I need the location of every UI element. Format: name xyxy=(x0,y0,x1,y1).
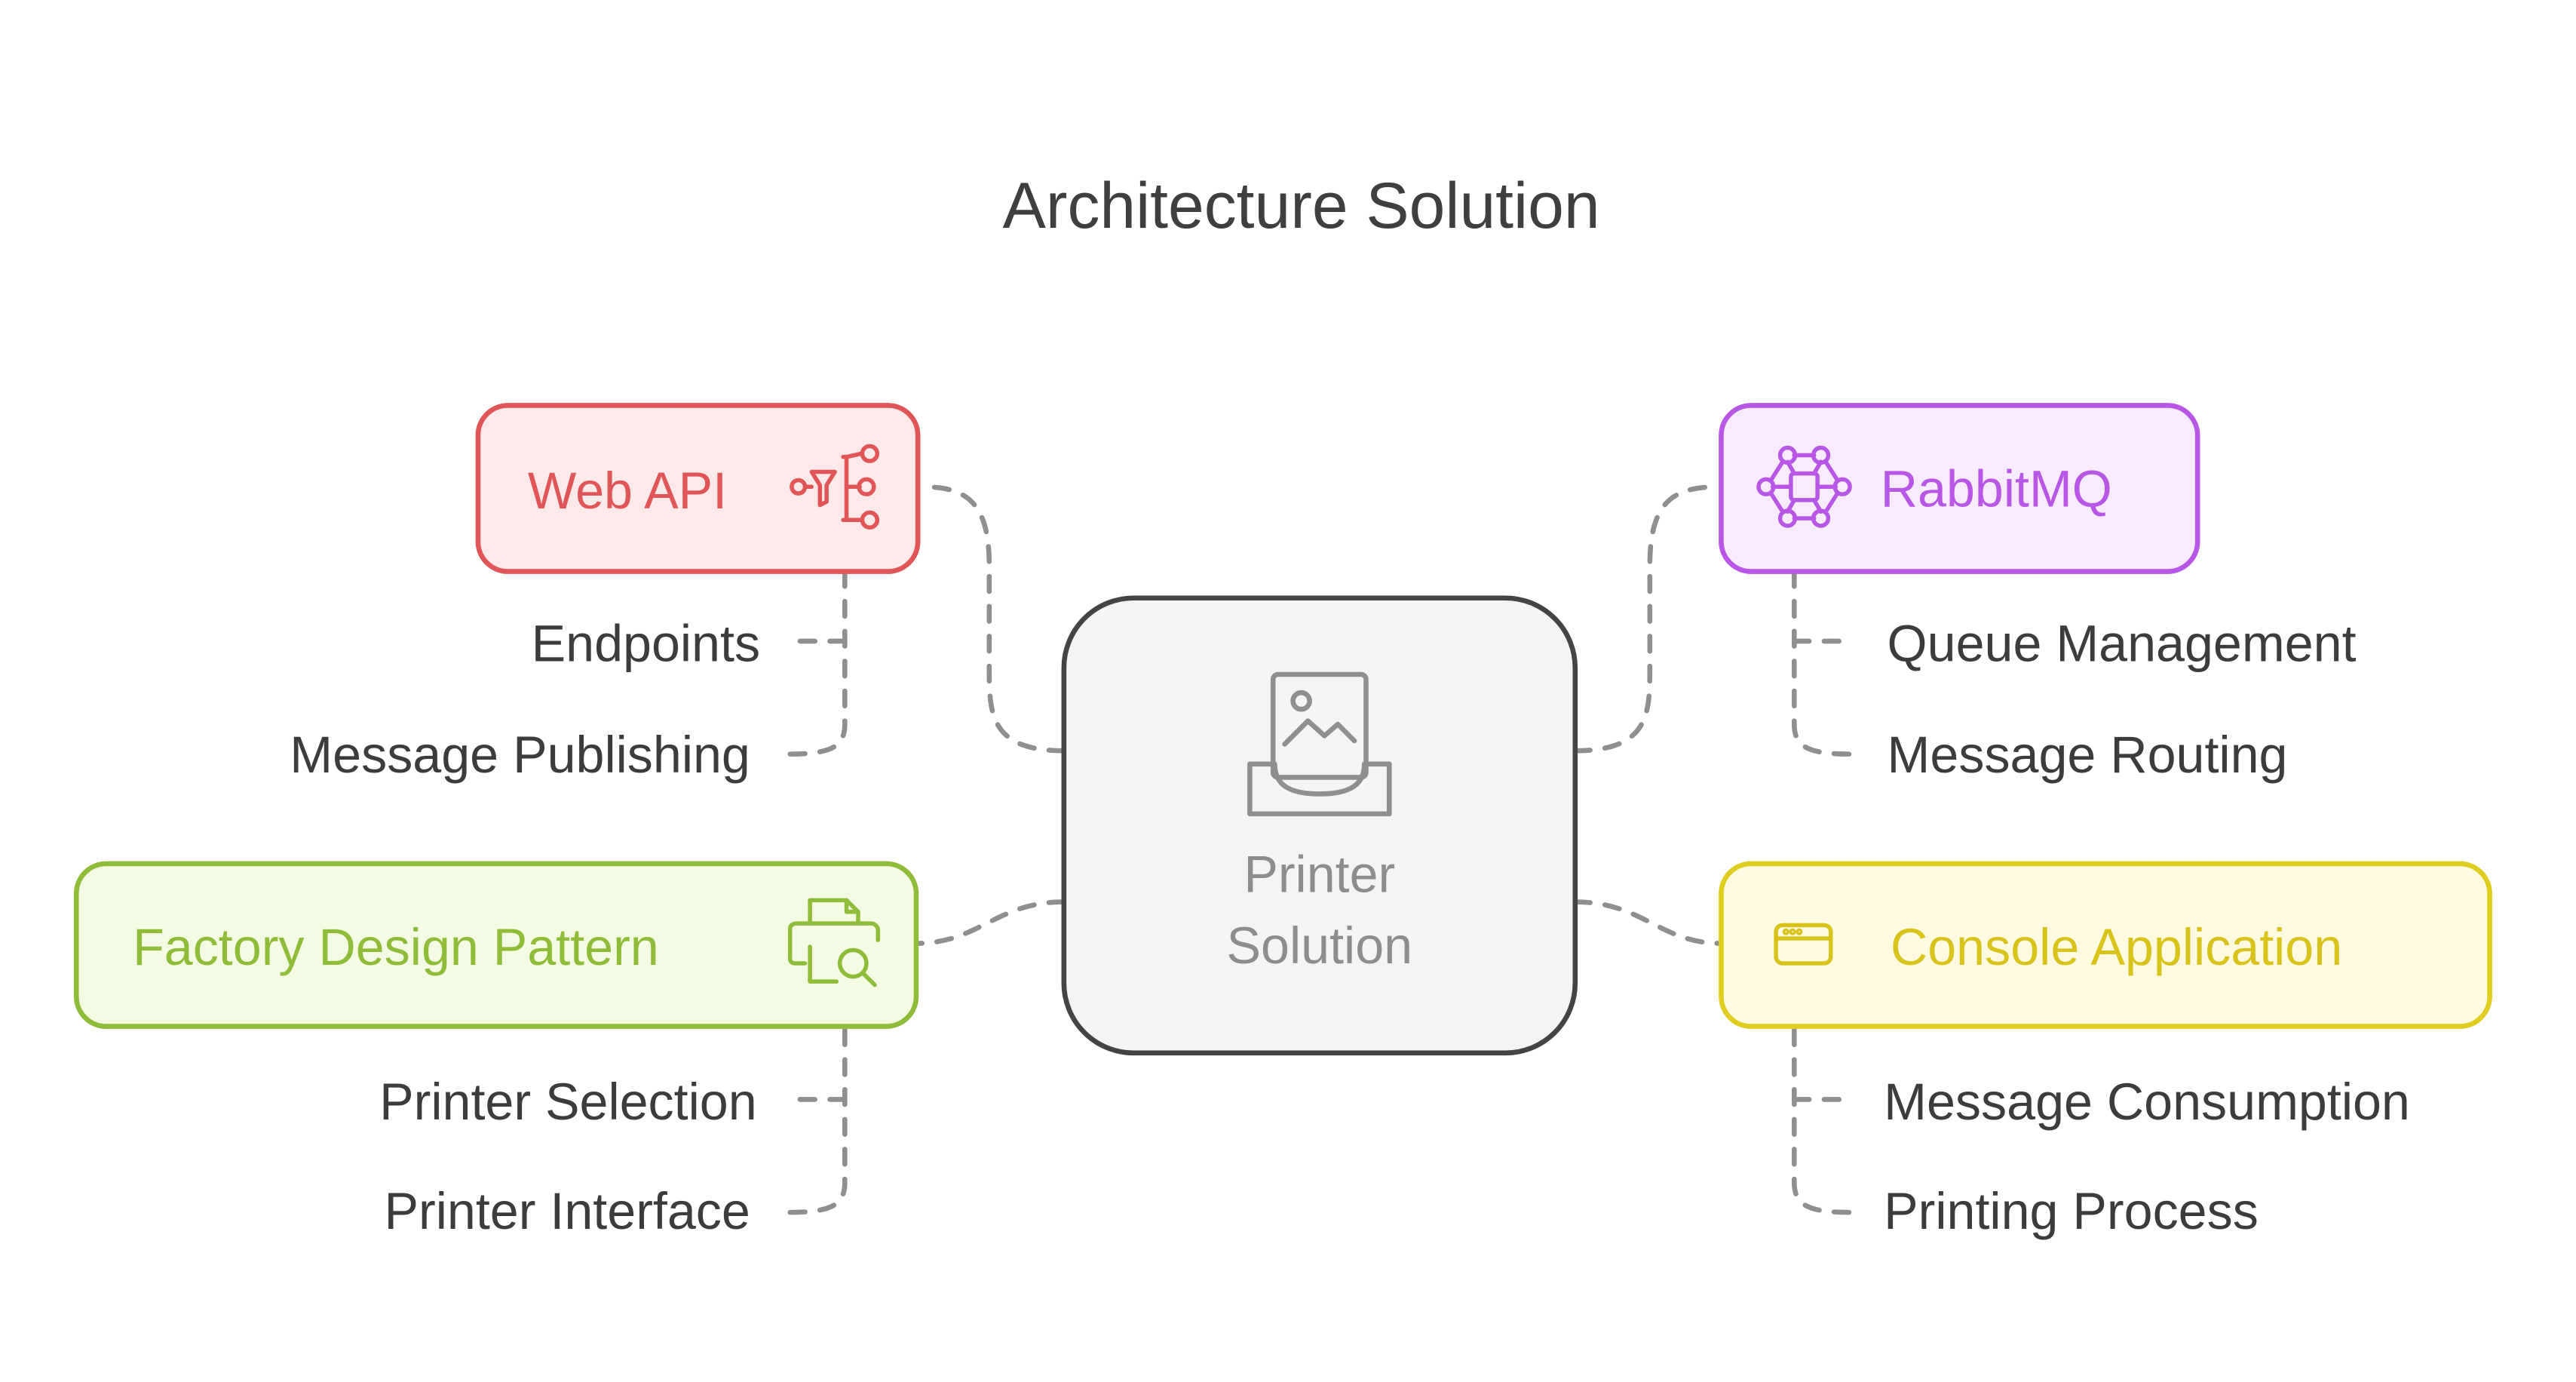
console-children: Message Consumption Printing Process xyxy=(1884,1073,2410,1240)
node-factory-box[interactable] xyxy=(73,861,919,1029)
node-rabbitmq[interactable]: RabbitMQ xyxy=(1719,403,2200,574)
child-connectors xyxy=(786,569,1854,1215)
network-hub-icon xyxy=(1756,445,1852,528)
connector-factory-children xyxy=(786,1027,848,1215)
node-rabbitmq-label: RabbitMQ xyxy=(1881,461,2112,518)
connector-console xyxy=(1572,899,1724,946)
child-label: Message Routing xyxy=(1888,726,2288,784)
child-label: Endpoints xyxy=(532,615,760,672)
image-inbox-icon xyxy=(1247,671,1392,817)
connector-web-api-children xyxy=(786,569,848,757)
connector-factory xyxy=(913,899,1067,946)
center-node: Printer Solution xyxy=(1061,595,1578,1056)
node-console-label: Console Application xyxy=(1891,919,2342,976)
rabbitmq-children: Queue Management Message Routing xyxy=(1888,615,2357,783)
child-label: Printer Interface xyxy=(385,1183,750,1240)
center-label-line1: Printer xyxy=(1244,846,1395,903)
child-label: Printer Selection xyxy=(379,1073,757,1131)
child-label: Printing Process xyxy=(1884,1183,2259,1240)
browser-window-icon xyxy=(1774,923,1833,966)
node-web-api[interactable]: Web API xyxy=(475,403,921,574)
connector-console-children xyxy=(1792,1027,1854,1215)
diagram-title: Architecture Solution xyxy=(1003,170,1600,242)
node-factory-label: Factory Design Pattern xyxy=(133,919,659,976)
node-web-api-label: Web API xyxy=(528,462,727,520)
node-web-api-box[interactable] xyxy=(475,403,921,574)
factory-children: Printer Selection Printer Interface xyxy=(379,1073,757,1240)
child-label: Message Consumption xyxy=(1884,1073,2410,1131)
center-connectors xyxy=(913,484,1724,946)
child-label: Queue Management xyxy=(1888,615,2357,672)
connector-rabbitmq-children xyxy=(1792,569,1854,757)
web-api-children: Endpoints Message Publishing xyxy=(290,615,760,783)
funnel-network-icon xyxy=(790,444,879,530)
node-console[interactable]: Console Application xyxy=(1719,861,2492,1029)
node-console-box[interactable] xyxy=(1719,861,2492,1029)
node-factory[interactable]: Factory Design Pattern xyxy=(73,861,919,1029)
child-label: Message Publishing xyxy=(290,726,750,784)
connector-rabbitmq xyxy=(1572,484,1722,754)
printer-search-icon xyxy=(787,898,881,987)
center-label-line2: Solution xyxy=(1227,917,1413,975)
connector-web-api xyxy=(918,484,1067,754)
center-node-box xyxy=(1061,595,1578,1056)
node-rabbitmq-box[interactable] xyxy=(1719,403,2200,574)
